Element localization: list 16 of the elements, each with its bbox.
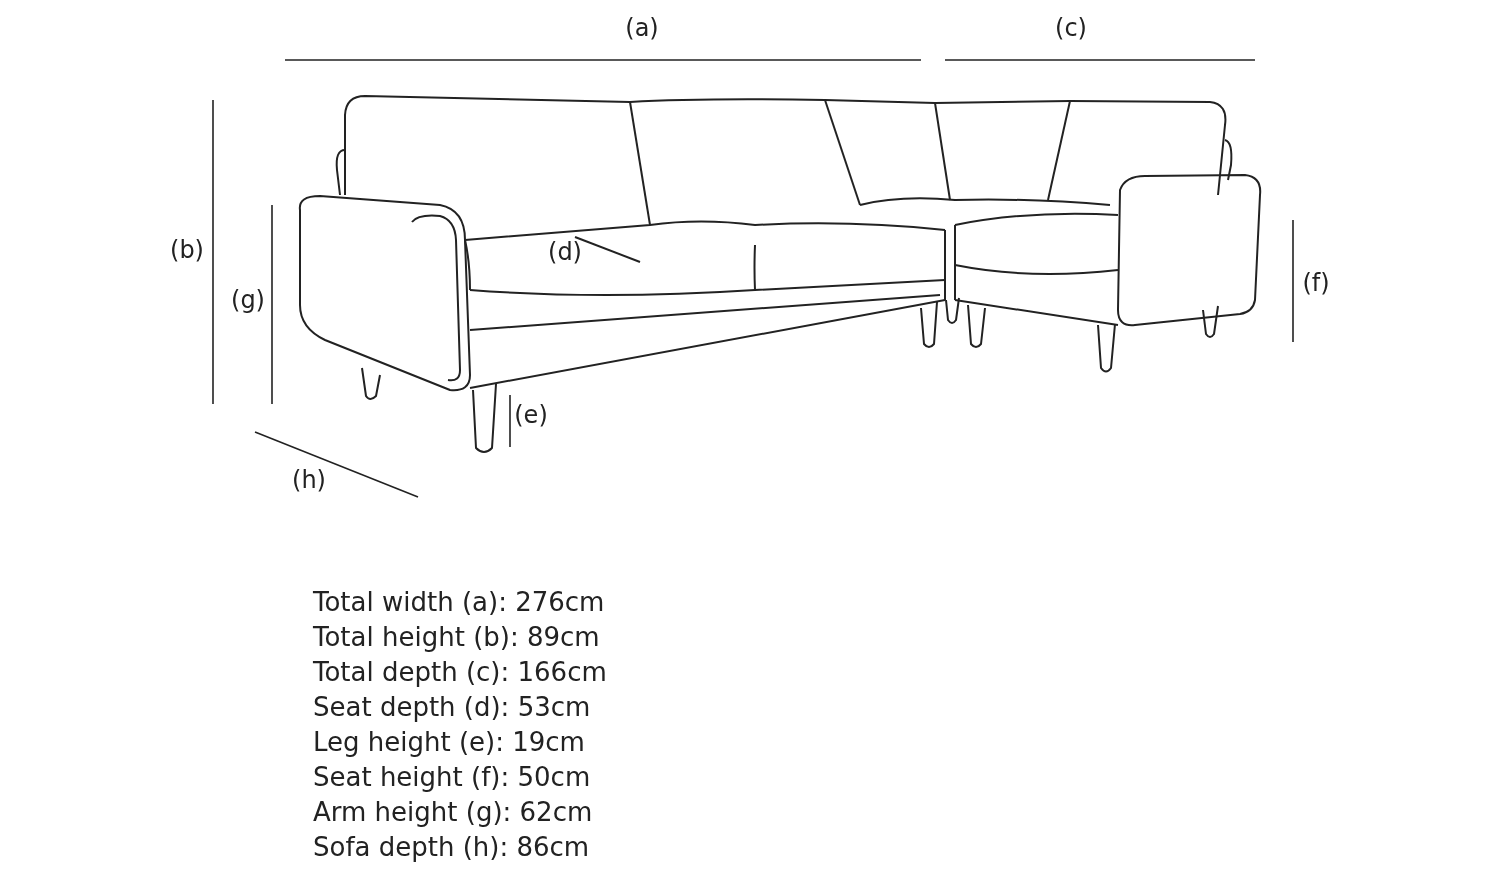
dimension-label: (a) [625,14,659,42]
dimension-label: (d) [548,238,582,266]
measurement-text: Seat depth (d): 53cm [313,691,591,723]
measurement-text: Arm height (g): 62cm [313,796,593,828]
measurement-text: Leg height (e): 19cm [313,726,585,758]
measurement-text: Sofa depth (h): 86cm [313,831,590,863]
dimension-label: (f) [1302,269,1330,297]
dimension-label: (b) [170,236,204,264]
dimension-label: (g) [231,286,265,314]
measurement-text: Total depth (c): 166cm [313,656,607,688]
measurement-text: Total width (a): 276cm [313,586,605,618]
measurement-text: Total height (b): 89cm [313,621,600,653]
measurement-text: Seat height (f): 50cm [313,761,591,793]
dimension-label: (h) [292,466,326,494]
dimension-label: (e) [514,401,548,429]
dimension-label: (c) [1055,14,1087,42]
